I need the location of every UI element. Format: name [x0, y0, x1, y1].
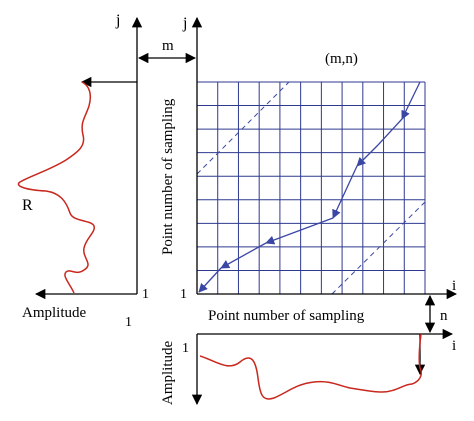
grid-origin-one-label: 1 [180, 287, 187, 302]
left-bottom-one-label: 1 [125, 315, 132, 330]
m-label: m [162, 38, 174, 54]
i-bottom-label: i [452, 338, 456, 354]
lower-band-boundary [331, 201, 426, 295]
grid-j-label: j [182, 15, 187, 32]
left-plot-axes [34, 16, 143, 300]
r-label: R [22, 197, 33, 214]
bottom-amplitude-label: Amplitude [160, 340, 176, 405]
grid-axes [137, 16, 458, 300]
mn-label: (m,n) [325, 51, 358, 67]
y-axis-label: Point number of sampling [160, 98, 176, 255]
n-label: n [440, 308, 448, 324]
left-one-label: 1 [142, 287, 149, 302]
bottom-one-label: 1 [182, 341, 189, 356]
reference-signal-curve [17, 81, 95, 294]
warping-path [198, 81, 421, 293]
upper-band-boundary [196, 81, 290, 175]
test-signal-curve [199, 333, 423, 400]
i-top-label: i [452, 278, 456, 294]
x-axis-label: Point number of sampling [208, 308, 365, 324]
left-j-label: j [115, 12, 120, 29]
left-amplitude-label: Amplitude [22, 305, 87, 321]
